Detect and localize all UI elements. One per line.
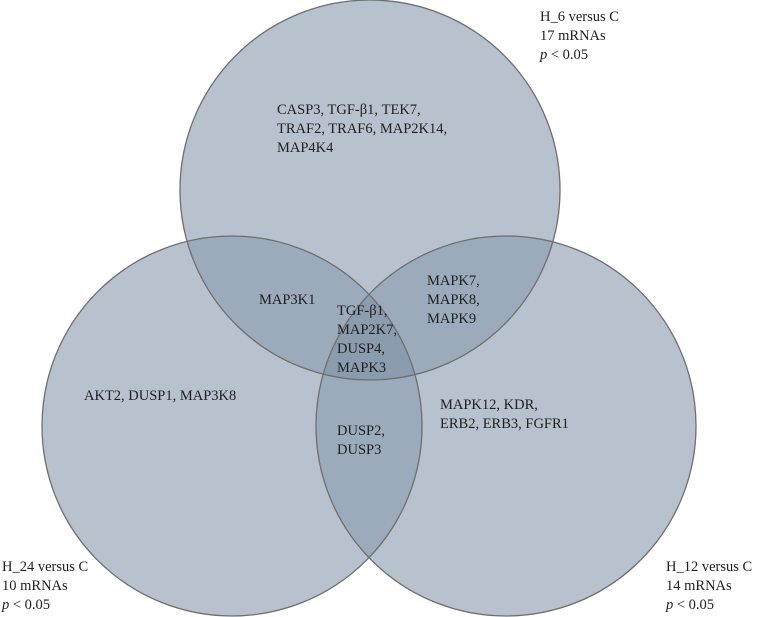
region-h24-h12: DUSP2, DUSP3	[337, 422, 385, 460]
set-pvalue-h12: p < 0.05	[666, 597, 715, 613]
region-h12-only: MAPK12, KDR, ERB2, ERB3, FGFR1	[440, 396, 569, 434]
gene-line: TRAF2, TRAF6, MAP2K14,	[277, 121, 448, 137]
region-h6-only: CASP3, TGF-β1, TEK7, TRAF2, TRAF6, MAP2K…	[277, 101, 447, 158]
gene-line: MAPK3	[337, 360, 387, 376]
gene-line: TGF-β1,	[337, 303, 388, 319]
gene-line: DUSP4,	[337, 341, 385, 357]
set-pvalue-h6: p < 0.05	[540, 47, 589, 63]
set-label-h6: H_6 versus C 17 mRNAs p < 0.05	[540, 8, 619, 65]
gene-line: MAP4K4	[277, 140, 334, 156]
gene-line: MAP2K7,	[337, 322, 398, 338]
outline-h6	[179, 0, 561, 381]
gene-line: AKT2, DUSP1, MAP3K8	[84, 388, 237, 404]
set-name-h24: H_24 versus C	[2, 559, 89, 575]
overlap-h6-h12	[316, 236, 560, 380]
outline-h12	[315, 235, 697, 617]
gene-line: MAPK9	[427, 311, 477, 327]
gene-line: MAPK8,	[427, 292, 480, 308]
set-count-h24: 10 mRNAs	[2, 578, 68, 594]
gene-line: DUSP3	[337, 442, 382, 458]
gene-line: MAPK7,	[427, 273, 480, 289]
region-h24-only: AKT2, DUSP1, MAP3K8	[84, 387, 236, 406]
set-label-h12: H_12 versus C 14 mRNAs p < 0.05	[666, 558, 752, 615]
set-name-h12: H_12 versus C	[666, 559, 753, 575]
set-count-h12: 14 mRNAs	[666, 578, 732, 594]
gene-line: CASP3, TGF-β1, TEK7,	[277, 102, 421, 118]
set-label-h24: H_24 versus C 10 mRNAs p < 0.05	[2, 558, 88, 615]
gene-line: DUSP2,	[337, 423, 385, 439]
region-h6-h24: MAP3K1	[259, 291, 315, 310]
set-name-h6: H_6 versus C	[540, 9, 619, 25]
overlap-h6-h24	[180, 236, 422, 380]
region-h6-h12: MAPK7, MAPK8, MAPK9	[427, 272, 480, 329]
set-pvalue-h24: p < 0.05	[2, 597, 51, 613]
gene-line: MAP3K1	[259, 292, 316, 308]
gene-line: ERB2, ERB3, FGFR1	[440, 416, 569, 432]
gene-line: MAPK12, KDR,	[440, 397, 538, 413]
outline-h24	[41, 235, 423, 617]
region-all-three: TGF-β1, MAP2K7, DUSP4, MAPK3	[337, 302, 397, 378]
set-count-h6: 17 mRNAs	[540, 28, 606, 44]
